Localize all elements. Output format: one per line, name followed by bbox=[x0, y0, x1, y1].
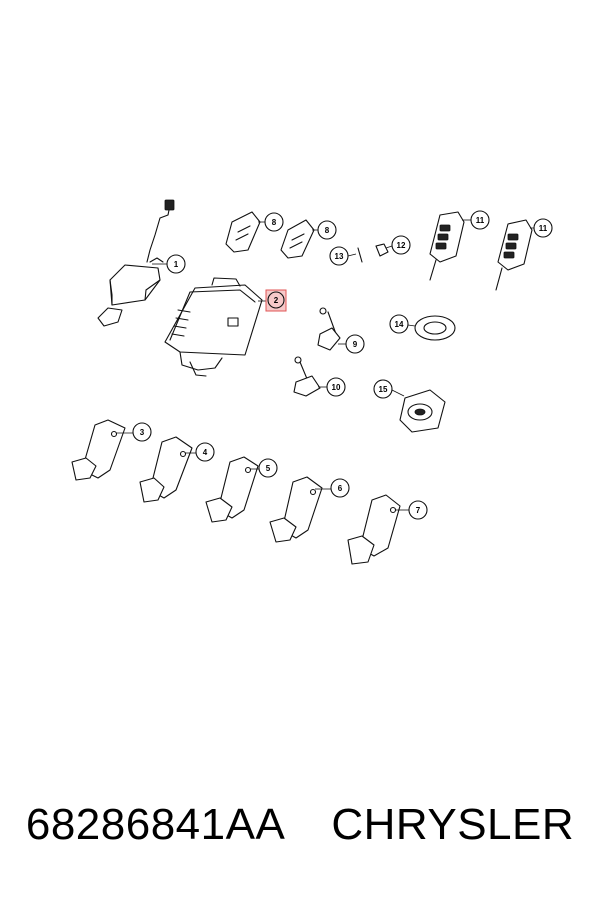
svg-text:3: 3 bbox=[140, 428, 145, 437]
callout-7[interactable]: 7 bbox=[395, 500, 428, 520]
callout-11a[interactable]: 11 bbox=[462, 210, 490, 230]
svg-text:1: 1 bbox=[174, 260, 179, 269]
callout-11b[interactable]: 11 bbox=[530, 218, 553, 238]
svg-text:8: 8 bbox=[272, 218, 277, 227]
part-pin-13[interactable] bbox=[357, 247, 363, 263]
exploded-parts-diagram: 1 2 3 4 5 6 7 bbox=[71, 199, 553, 565]
callout-3[interactable]: 3 bbox=[116, 422, 152, 442]
svg-text:2: 2 bbox=[274, 296, 279, 305]
callout-6[interactable]: 6 bbox=[315, 478, 350, 498]
part-ignition-15[interactable] bbox=[399, 389, 446, 433]
callout-1[interactable]: 1 bbox=[152, 254, 186, 274]
part-sensor-6[interactable] bbox=[269, 476, 323, 543]
svg-text:11: 11 bbox=[476, 216, 485, 225]
svg-text:13: 13 bbox=[335, 252, 344, 261]
caption-bar: 68286841AA CHRYSLER bbox=[0, 800, 600, 850]
callout-8a[interactable]: 8 bbox=[258, 212, 284, 232]
callout-4[interactable]: 4 bbox=[185, 442, 215, 462]
callout-9[interactable]: 9 bbox=[338, 334, 365, 354]
svg-text:6: 6 bbox=[338, 484, 343, 493]
svg-text:10: 10 bbox=[332, 383, 341, 392]
svg-text:9: 9 bbox=[353, 340, 358, 349]
callout-13[interactable]: 13 bbox=[329, 246, 357, 266]
callouts: 1 2 3 4 5 6 7 bbox=[116, 210, 553, 520]
svg-text:8: 8 bbox=[325, 226, 330, 235]
part-key-11b[interactable] bbox=[495, 219, 533, 291]
part-screw-12[interactable] bbox=[375, 243, 389, 257]
callout-8b[interactable]: 8 bbox=[312, 220, 337, 240]
part-sensor-5[interactable] bbox=[205, 456, 259, 523]
part-sensor-7[interactable] bbox=[347, 494, 401, 565]
callout-2[interactable]: 2 bbox=[258, 289, 287, 312]
part-control-module[interactable] bbox=[164, 277, 263, 377]
part-valve-stem-10[interactable] bbox=[293, 356, 321, 397]
part-sensor-3[interactable] bbox=[71, 419, 126, 481]
part-ring-14[interactable] bbox=[414, 315, 456, 341]
part-number-text: 68286841AA bbox=[25, 800, 286, 849]
part-fob-8a[interactable] bbox=[225, 211, 261, 253]
svg-text:14: 14 bbox=[395, 320, 404, 329]
svg-text:15: 15 bbox=[379, 385, 388, 394]
part-fob-8b[interactable] bbox=[280, 219, 315, 259]
callout-10[interactable]: 10 bbox=[318, 377, 346, 397]
svg-text:4: 4 bbox=[203, 448, 208, 457]
part-valve-stem-9[interactable] bbox=[317, 307, 341, 351]
svg-text:5: 5 bbox=[266, 464, 271, 473]
part-antenna-module[interactable] bbox=[97, 199, 175, 327]
callout-15[interactable]: 15 bbox=[373, 379, 405, 399]
callout-12[interactable]: 12 bbox=[385, 235, 411, 255]
callout-5[interactable]: 5 bbox=[250, 458, 278, 478]
svg-text:11: 11 bbox=[539, 224, 548, 233]
svg-text:7: 7 bbox=[416, 506, 421, 515]
brand-text: CHRYSLER bbox=[331, 800, 575, 849]
part-sensor-4[interactable] bbox=[139, 436, 193, 503]
callout-14[interactable]: 14 bbox=[389, 314, 416, 334]
svg-text:12: 12 bbox=[397, 241, 406, 250]
part-key-11a[interactable] bbox=[429, 211, 465, 281]
